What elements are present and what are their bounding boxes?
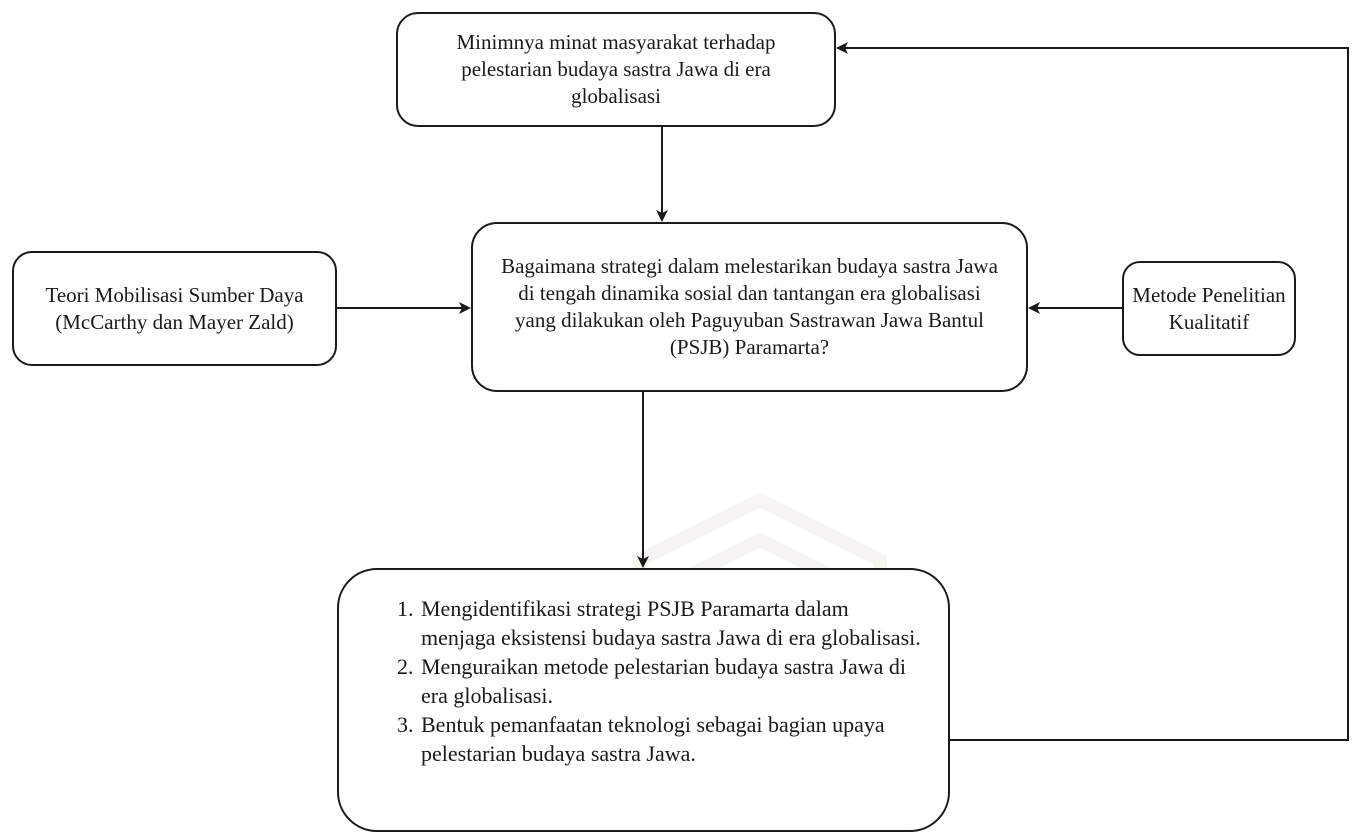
- objectives-node: Mengidentifikasi strategi PSJB Paramarta…: [337, 568, 950, 832]
- objective-item: Menguraikan metode pelestarian budaya sa…: [419, 652, 928, 710]
- theory-line: (McCarthy dan Mayer Zald): [55, 309, 294, 334]
- theory-node: Teori Mobilisasi Sumber Daya (McCarthy d…: [12, 251, 337, 366]
- method-line: Kualitatif: [1168, 309, 1250, 334]
- method-node-text: Metode Penelitian Kualitatif: [1132, 282, 1285, 336]
- theory-line: Teori Mobilisasi Sumber Daya: [45, 282, 304, 307]
- problem-line: globalisasi: [571, 84, 661, 108]
- problem-node: Minimnya minat masyarakat terhadap peles…: [396, 12, 836, 127]
- method-node: Metode Penelitian Kualitatif: [1122, 261, 1296, 356]
- problem-node-text: Minimnya minat masyarakat terhadap peles…: [457, 29, 776, 110]
- objective-item: Bentuk pemanfaatan teknologi sebagai bag…: [419, 710, 928, 768]
- research-question-line: di tengah dinamika sosial dan tantangan …: [518, 281, 981, 305]
- method-line: Metode Penelitian: [1132, 282, 1286, 307]
- research-question-line: Bagaimana strategi dalam melestarikan bu…: [501, 254, 998, 278]
- edge-objectives-to-problem: [836, 42, 1349, 741]
- research-question-text: Bagaimana strategi dalam melestarikan bu…: [501, 253, 998, 361]
- research-question-line: yang dilakukan oleh Paguyuban Sastrawan …: [515, 308, 984, 332]
- problem-line: pelestarian budaya sastra Jawa di era: [461, 57, 771, 81]
- research-question-line: (PSJB) Paramarta?: [669, 335, 830, 359]
- objective-item: Mengidentifikasi strategi PSJB Paramarta…: [419, 594, 928, 652]
- theory-node-text: Teori Mobilisasi Sumber Daya (McCarthy d…: [45, 282, 303, 336]
- research-question-node: Bagaimana strategi dalam melestarikan bu…: [471, 222, 1028, 392]
- problem-line: Minimnya minat masyarakat terhadap: [456, 30, 776, 54]
- objectives-list: Mengidentifikasi strategi PSJB Paramarta…: [389, 594, 928, 768]
